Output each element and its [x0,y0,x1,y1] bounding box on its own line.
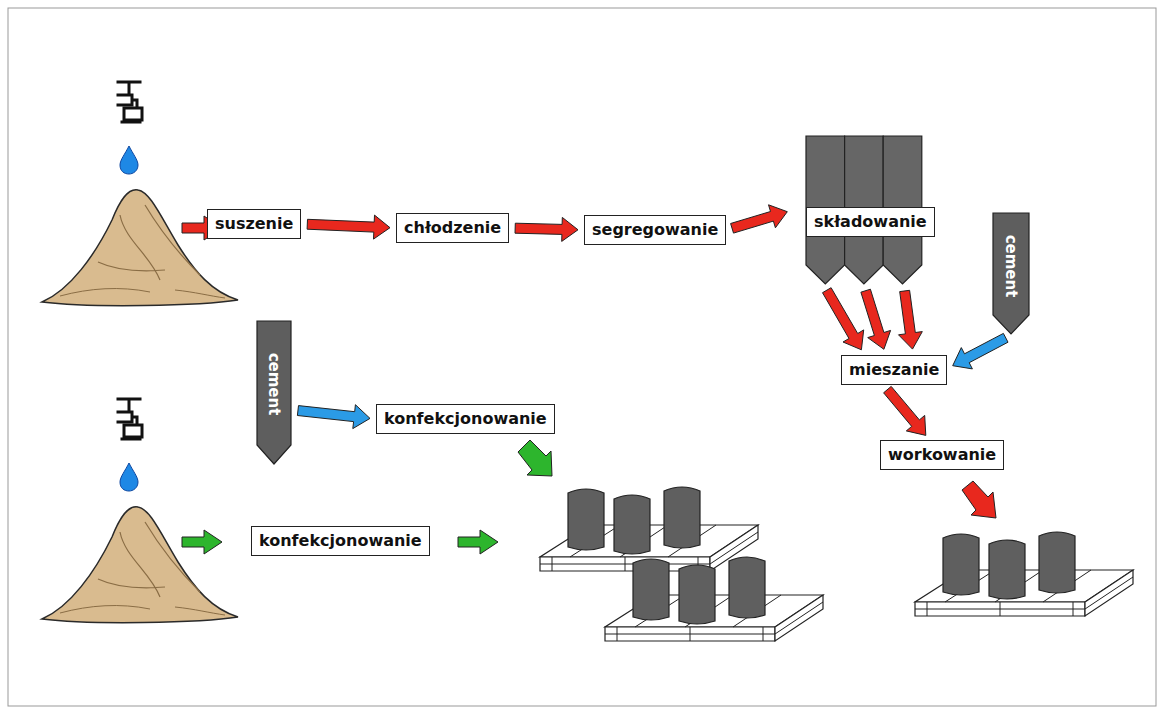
flow-arrow [515,217,578,241]
node-label: konfekcjonowanie [384,409,547,429]
process-box: mieszanie [841,355,947,385]
flow-arrow [823,288,864,350]
flow-arrow [297,405,370,429]
process-box: workowanie [880,440,1004,470]
pallet [915,532,1133,616]
node-label: mieszanie [849,360,939,380]
node-label: cement [1002,235,1020,298]
process-box: suszenie [207,209,301,239]
process-box: składowanie [806,207,935,237]
cement-silo: cement [992,212,1030,335]
flow-arrow [861,289,891,349]
flow-arrow [953,333,1008,369]
process-box: segregowanie [584,215,726,245]
flow-arrow [518,440,552,476]
sand-pile [42,190,238,306]
process-box: konfekcjonowanie [251,526,430,556]
pallet [605,557,823,641]
pallet [540,487,758,571]
flow-arrow [182,530,222,554]
node-label: workowanie [888,445,996,465]
storage-silo: składowanie [793,135,947,285]
cement-silo: cement [256,320,292,465]
flow-arrow [899,290,923,349]
process-box: chłodzenie [396,213,509,243]
flow-arrow [962,481,996,518]
node-label: suszenie [215,214,293,234]
node-label: konfekcjonowanie [259,531,422,551]
water-tap [118,82,142,174]
process-box: konfekcjonowanie [376,404,555,434]
flow-arrow [731,205,788,233]
sand-pile [42,507,238,623]
flow-arrow [884,386,926,435]
flow-arrow [458,530,498,554]
water-tap [118,399,142,491]
node-label: segregowanie [592,220,718,240]
frame [8,8,1156,706]
node-label: cement [265,352,283,415]
node-label: chłodzenie [404,218,501,238]
node-label: składowanie [814,212,927,232]
flow-arrow [307,215,390,239]
